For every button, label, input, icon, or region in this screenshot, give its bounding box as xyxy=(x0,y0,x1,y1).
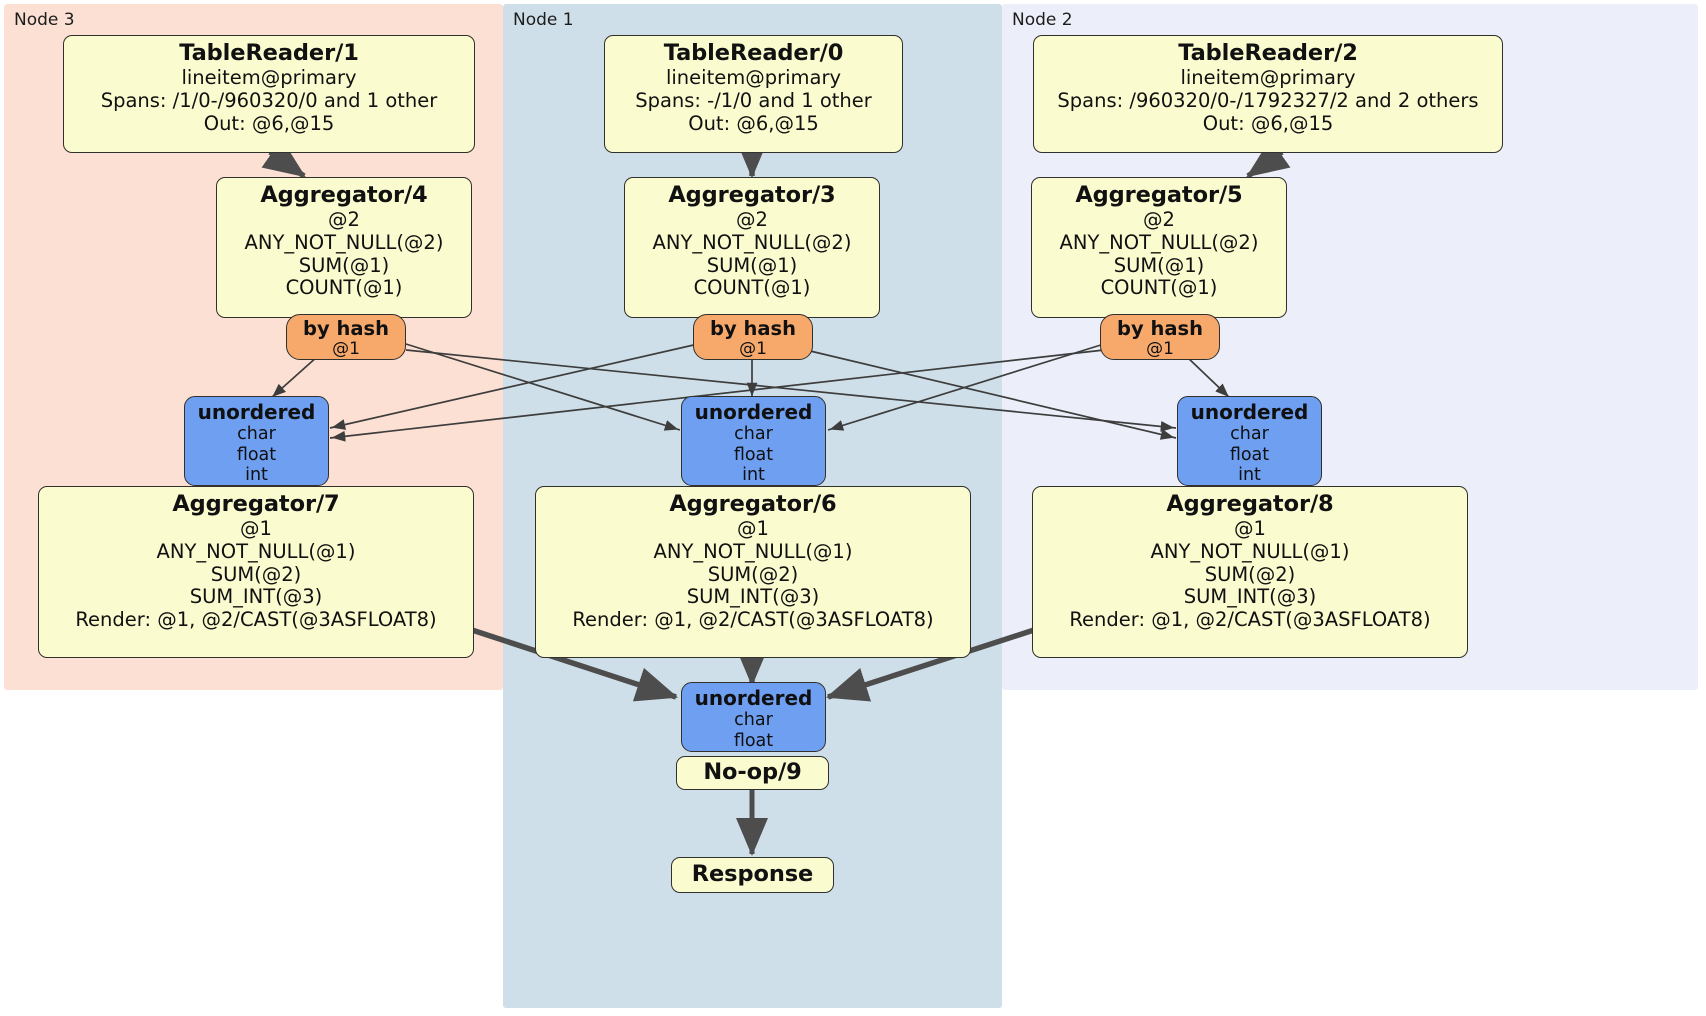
processor-line: SUM_INT(@3) xyxy=(686,585,820,609)
processor-line: Spans: -/1/0 and 1 other xyxy=(635,89,872,113)
processor-line: SUM(@2) xyxy=(707,562,799,586)
processor-title: Aggregator/3 xyxy=(668,182,836,208)
receiver-title: unordered xyxy=(197,400,316,424)
processor-aggregator4[interactable]: Aggregator/4 @2 ANY_NOT_NULL(@2) SUM(@1)… xyxy=(216,177,472,318)
processor-line: Render: @1, @2/CAST(@3ASFLOAT8) xyxy=(572,607,934,631)
processor-aggregator3[interactable]: Aggregator/3 @2 ANY_NOT_NULL(@2) SUM(@1)… xyxy=(624,177,880,318)
processor-line: Render: @1, @2/CAST(@3ASFLOAT8) xyxy=(1069,607,1431,631)
receiver-title: unordered xyxy=(694,686,813,710)
processor-aggregator8[interactable]: Aggregator/8 @1 ANY_NOT_NULL(@1) SUM(@2)… xyxy=(1032,486,1468,658)
processor-line: ANY_NOT_NULL(@1) xyxy=(1150,540,1350,564)
processor-line: SUM_INT(@3) xyxy=(189,585,323,609)
processor-line: SUM(@2) xyxy=(1204,562,1296,586)
processor-line: Spans: /1/0-/960320/0 and 1 other xyxy=(100,89,438,113)
processor-title: Aggregator/6 xyxy=(669,491,837,517)
processor-title: Aggregator/8 xyxy=(1166,491,1334,517)
processor-line: @2 xyxy=(736,208,768,232)
receiver-unordered-node2[interactable]: unordered char float int xyxy=(1177,396,1322,486)
router-line: @1 xyxy=(1146,339,1174,360)
receiver-line: char xyxy=(734,710,773,731)
processor-line: Spans: /960320/0-/1792327/2 and 2 others xyxy=(1057,89,1479,113)
router-by-hash-node1[interactable]: by hash @1 xyxy=(693,314,813,360)
receiver-line: float xyxy=(733,444,774,465)
processor-aggregator7[interactable]: Aggregator/7 @1 ANY_NOT_NULL(@1) SUM(@2)… xyxy=(38,486,474,658)
receiver-line: float xyxy=(236,444,277,465)
router-line: @1 xyxy=(332,339,360,360)
processor-line: ANY_NOT_NULL(@2) xyxy=(244,231,444,255)
processor-aggregator6[interactable]: Aggregator/6 @1 ANY_NOT_NULL(@1) SUM(@2)… xyxy=(535,486,971,658)
processor-title: TableReader/0 xyxy=(663,40,844,66)
receiver-line: char xyxy=(1230,424,1269,445)
receiver-line: int xyxy=(245,465,268,486)
processor-line: Out: @6,@15 xyxy=(688,111,819,135)
processor-line: SUM(@2) xyxy=(210,562,302,586)
receiver-line: char xyxy=(734,424,773,445)
router-by-hash-node2[interactable]: by hash @1 xyxy=(1100,314,1220,360)
receiver-line: char xyxy=(237,424,276,445)
processor-tablereader0[interactable]: TableReader/0 lineitem@primary Spans: -/… xyxy=(604,35,903,153)
processor-line: COUNT(@1) xyxy=(285,276,403,300)
processor-title: No-op/9 xyxy=(703,759,802,785)
receiver-title: unordered xyxy=(1190,400,1309,424)
receiver-line: float xyxy=(1229,444,1270,465)
router-by-hash-node3[interactable]: by hash @1 xyxy=(286,314,406,360)
processor-line: @1 xyxy=(737,517,769,541)
processor-title: Response xyxy=(691,861,814,887)
processor-line: @2 xyxy=(328,208,360,232)
receiver-line: float xyxy=(733,730,774,751)
processor-response[interactable]: Response xyxy=(671,857,834,893)
processor-line: lineitem@primary xyxy=(1180,66,1356,90)
processor-line: Out: @6,@15 xyxy=(203,111,335,135)
processor-line: @1 xyxy=(240,517,272,541)
processor-title: Aggregator/4 xyxy=(260,182,428,208)
processor-line: COUNT(@1) xyxy=(1100,276,1218,300)
processor-line: SUM(@1) xyxy=(298,253,390,277)
node2-label: Node 2 xyxy=(1012,10,1073,30)
node1-label: Node 1 xyxy=(513,10,574,30)
processor-line: SUM(@1) xyxy=(706,253,798,277)
processor-title: Aggregator/7 xyxy=(172,491,340,517)
processor-line: SUM_INT(@3) xyxy=(1183,585,1317,609)
processor-aggregator5[interactable]: Aggregator/5 @2 ANY_NOT_NULL(@2) SUM(@1)… xyxy=(1031,177,1287,318)
processor-line: COUNT(@1) xyxy=(693,276,811,300)
node3-label: Node 3 xyxy=(14,10,75,30)
processor-line: @2 xyxy=(1143,208,1175,232)
processor-title: Aggregator/5 xyxy=(1075,182,1243,208)
processor-line: ANY_NOT_NULL(@1) xyxy=(653,540,853,564)
router-line: @1 xyxy=(739,339,767,360)
receiver-unordered-final[interactable]: unordered char float xyxy=(681,682,826,752)
router-title: by hash xyxy=(303,317,389,340)
receiver-unordered-node3[interactable]: unordered char float int xyxy=(184,396,329,486)
processor-line: lineitem@primary xyxy=(665,66,842,90)
receiver-title: unordered xyxy=(694,400,813,424)
processor-tablereader2[interactable]: TableReader/2 lineitem@primary Spans: /9… xyxy=(1033,35,1503,153)
processor-line: @1 xyxy=(1234,517,1266,541)
processor-line: ANY_NOT_NULL(@2) xyxy=(652,231,852,255)
router-title: by hash xyxy=(1117,317,1203,340)
processor-title: TableReader/2 xyxy=(1178,40,1358,66)
processor-line: ANY_NOT_NULL(@1) xyxy=(156,540,356,564)
processor-line: SUM(@1) xyxy=(1113,253,1205,277)
receiver-unordered-node1[interactable]: unordered char float int xyxy=(681,396,826,486)
processor-noop9[interactable]: No-op/9 xyxy=(676,756,829,790)
router-title: by hash xyxy=(710,317,796,340)
processor-tablereader1[interactable]: TableReader/1 lineitem@primary Spans: /1… xyxy=(63,35,475,153)
processor-line: ANY_NOT_NULL(@2) xyxy=(1059,231,1259,255)
processor-line: Render: @1, @2/CAST(@3ASFLOAT8) xyxy=(75,607,437,631)
receiver-line: int xyxy=(742,465,765,486)
receiver-line: int xyxy=(1238,465,1261,486)
processor-line: lineitem@primary xyxy=(181,66,357,90)
processor-line: Out: @6,@15 xyxy=(1202,111,1334,135)
processor-title: TableReader/1 xyxy=(179,40,359,66)
